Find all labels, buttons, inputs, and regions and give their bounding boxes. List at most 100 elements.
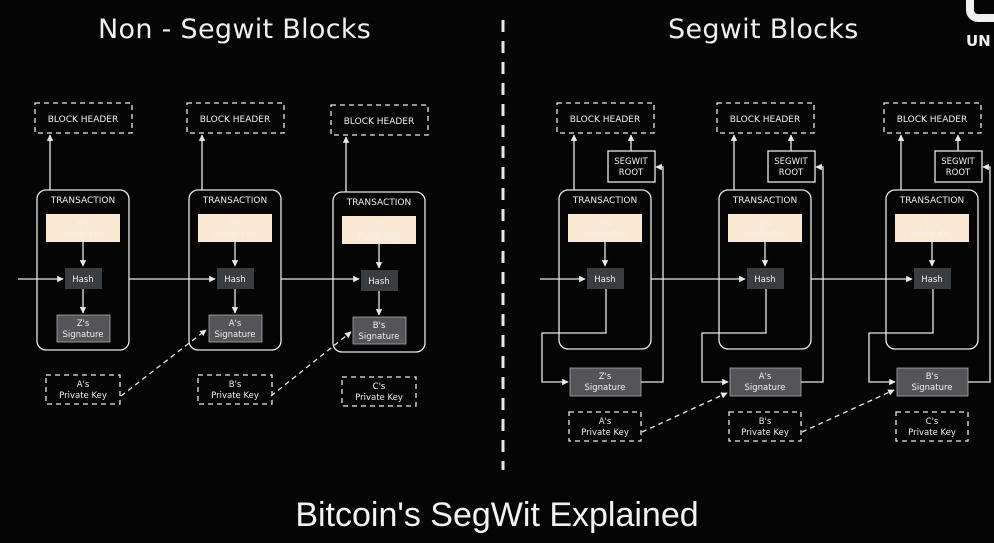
- transaction-label: TRANSACTION: [50, 196, 115, 206]
- signature-box: [208, 314, 263, 343]
- transaction-label: TRANSACTION: [346, 198, 411, 208]
- signature-label: Signature: [744, 383, 785, 393]
- signature-box: [896, 367, 969, 397]
- segwit-root-owner: SEGWIT: [941, 157, 975, 167]
- segwit-root-owner: SEGWIT: [614, 157, 648, 167]
- logo-icon: [966, 0, 994, 22]
- block-header-box: [883, 102, 982, 134]
- transaction-label: TRANSACTION: [732, 196, 797, 206]
- private-key-a-to-signature: [641, 392, 728, 433]
- public-key-label: Public Key: [743, 230, 786, 240]
- public-key-owner: A's: [77, 219, 90, 229]
- hash-to-signature-arrow: [868, 289, 934, 386]
- public-key-label: Public Key: [61, 230, 104, 240]
- signature-owner: B's: [926, 372, 939, 382]
- block-header-box: [34, 102, 133, 134]
- public-key-box: [895, 214, 969, 242]
- signature-to-segwit-root-arrow: [641, 163, 664, 383]
- hash-box: [65, 268, 102, 289]
- transaction-label: TRANSACTION: [202, 196, 267, 206]
- private-key-owner: B's: [229, 380, 242, 390]
- signature-label: Signature: [911, 383, 952, 393]
- hash-box: [217, 268, 254, 289]
- public-key-label: Public Key: [213, 230, 256, 240]
- segwit-title: Segwit Blocks: [668, 14, 859, 45]
- private-key-box: [895, 411, 969, 442]
- signature-owner: Z's: [77, 319, 90, 329]
- hash-box: [747, 268, 784, 289]
- public-key-owner: B's: [759, 219, 772, 229]
- hash-box: [361, 270, 398, 291]
- block-header-label: BLOCK HEADER: [897, 115, 967, 125]
- transaction-box: [332, 191, 426, 353]
- hash-label: Hash: [224, 275, 245, 285]
- transaction-label: TRANSACTION: [899, 196, 964, 206]
- public-key-box: [568, 214, 642, 242]
- transaction-box: [558, 189, 652, 350]
- private-key-box: [197, 374, 273, 405]
- segwit-block-2: BLOCK HEADERSEGWITROOTTRANSACTIONB'sPubl…: [701, 102, 824, 442]
- signature-owner: B's: [373, 321, 386, 331]
- logo-text: UN: [966, 32, 991, 50]
- signature-owner: Z's: [599, 372, 612, 382]
- signature-label: Signature: [62, 330, 103, 340]
- public-key-label: Public Key: [910, 230, 953, 240]
- segwit-root-owner: SEGWIT: [774, 157, 808, 167]
- private-key-label: Private Key: [908, 428, 956, 438]
- hash-to-signature-arrow: [701, 289, 767, 386]
- public-key-owner: B's: [229, 219, 242, 229]
- transaction-label: TRANSACTION: [572, 196, 637, 206]
- video-title: Bitcoin's SegWit Explained: [295, 496, 699, 534]
- private-key-label: Private Key: [59, 391, 107, 401]
- segwit-root-label: ROOT: [619, 168, 644, 178]
- segwit-diagram-blocks: BLOCK HEADERSEGWITROOTTRANSACTIONA'sPubl…: [540, 102, 991, 442]
- private-key-a-to-signature: [120, 329, 207, 397]
- transaction-box: [718, 189, 812, 350]
- private-key-label: Private Key: [355, 393, 403, 403]
- block-header-label: BLOCK HEADER: [48, 115, 118, 125]
- private-key-owner: C's: [373, 382, 386, 392]
- hash-label: Hash: [72, 275, 93, 285]
- block-header-label: BLOCK HEADER: [730, 115, 800, 125]
- public-key-owner: C's: [373, 221, 386, 231]
- signature-to-segwit-root-arrow: [801, 163, 824, 383]
- public-key-box: [728, 214, 802, 242]
- hash-label: Hash: [368, 277, 389, 287]
- signature-box: [352, 316, 407, 345]
- segwit-block-1: BLOCK HEADERSEGWITROOTTRANSACTIONA'sPubl…: [541, 102, 664, 442]
- non-segwit-title: Non - Segwit Blocks: [98, 14, 372, 45]
- hash-label: Hash: [594, 275, 615, 285]
- private-key-label: Private Key: [211, 391, 259, 401]
- public-key-box: [198, 214, 272, 242]
- private-key-box: [341, 376, 417, 407]
- private-key-owner: B's: [759, 417, 772, 427]
- block-header-label: BLOCK HEADER: [344, 117, 414, 127]
- block-header-box: [716, 102, 815, 134]
- signature-owner: A's: [759, 372, 772, 382]
- public-key-owner: A's: [599, 219, 612, 229]
- transaction-box: [885, 189, 979, 350]
- hash-to-signature-arrow: [541, 289, 607, 386]
- public-key-owner: C's: [926, 219, 939, 229]
- signature-box: [569, 367, 642, 397]
- transaction-box: [188, 189, 282, 351]
- segwit-root-label: ROOT: [946, 168, 971, 178]
- signature-owner: A's: [229, 319, 242, 329]
- private-key-box: [568, 411, 642, 442]
- block-header-label: BLOCK HEADER: [200, 115, 270, 125]
- block-header-box: [330, 104, 429, 136]
- segwit-block-3: BLOCK HEADERSEGWITROOTTRANSACTIONC'sPubl…: [868, 102, 991, 442]
- private-key-label: Private Key: [741, 428, 789, 438]
- public-key-label: Public Key: [583, 230, 626, 240]
- private-key-owner: A's: [599, 417, 612, 427]
- block-header-label: BLOCK HEADER: [570, 115, 640, 125]
- hash-label: Hash: [754, 275, 775, 285]
- private-key-owner: C's: [926, 417, 939, 427]
- hash-label: Hash: [921, 275, 942, 285]
- public-key-label: Public Key: [357, 232, 400, 242]
